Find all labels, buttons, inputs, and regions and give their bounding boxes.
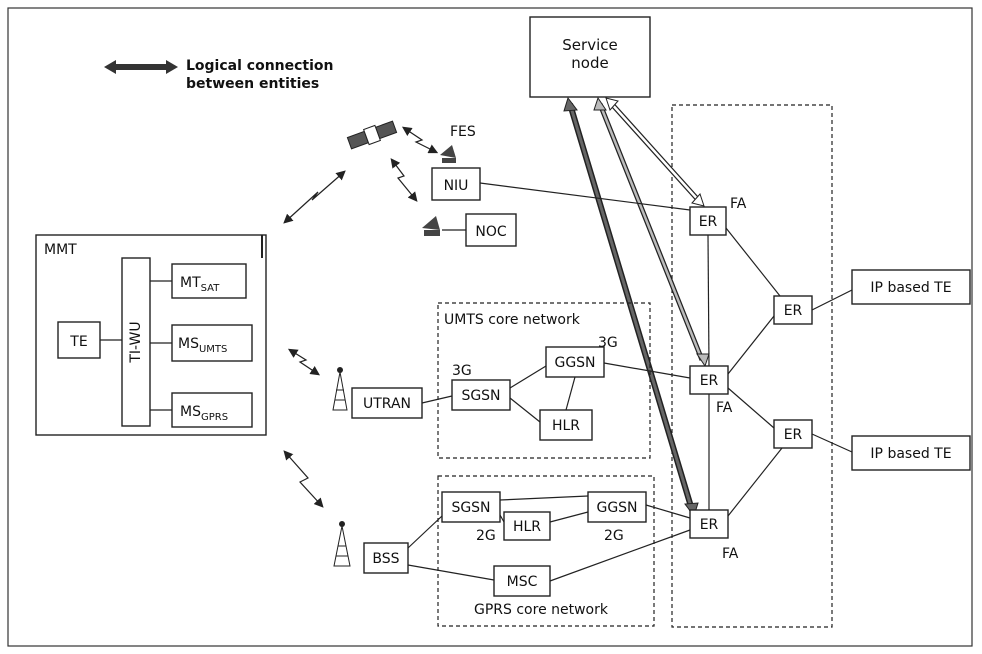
wireless-link-mmt-utran <box>287 348 320 376</box>
fa-top-label: FA <box>730 196 747 212</box>
niu-box <box>431 167 481 201</box>
service-node-label-line1: Service <box>562 36 617 54</box>
legend-label-line2: between entities <box>186 76 319 92</box>
gprs-sgsn-box <box>441 491 501 523</box>
niu-label: NIU <box>444 178 469 194</box>
mmt-title: MMT <box>44 242 77 258</box>
logical-arrow-to-er-mid <box>593 96 710 368</box>
er-right-upper-box <box>773 295 813 325</box>
er-top-box <box>689 206 727 236</box>
umts-core-label: UMTS core network <box>444 312 581 328</box>
logical-arrow-to-er-bottom <box>563 96 699 518</box>
ip-te-upper-box <box>851 269 971 305</box>
utran-box <box>351 387 423 419</box>
gprs-sgsn-tag: 2G <box>476 528 496 544</box>
ip-te-lower-label: IP based TE <box>870 446 951 462</box>
gprs-core-region <box>437 475 655 627</box>
utran-tower-icon <box>332 367 348 411</box>
umts-sgsn-label: SGSN <box>461 388 500 404</box>
utran-label: UTRAN <box>363 396 411 412</box>
bss-label: BSS <box>372 551 399 567</box>
gprs-core-label: GPRS core network <box>474 602 609 618</box>
umts-ggsn-label: GGSN <box>554 355 595 371</box>
satellite-icon <box>346 120 398 150</box>
legend: Logical connection between entities <box>104 58 334 92</box>
gprs-hlr-box <box>503 511 551 541</box>
wireless-link-mmt-satellite <box>283 170 346 224</box>
wireless-link-mmt-bss <box>283 450 324 508</box>
gprs-sgsn-label: SGSN <box>451 500 490 516</box>
er-right-upper-label: ER <box>784 303 803 319</box>
fes-dish-icon <box>440 145 456 163</box>
mt-sat-label: MTSAT <box>180 275 220 294</box>
er-right-lower-label: ER <box>784 427 803 443</box>
noc-dish-icon <box>422 216 440 236</box>
fa-mid-label: FA <box>716 400 733 416</box>
er-mid-label: ER <box>700 373 719 389</box>
fes-label: FES <box>450 124 476 140</box>
legend-label-line1: Logical connection <box>186 58 334 74</box>
ms-gprs-label: MSGPRS <box>180 404 228 423</box>
gprs-hlr-label: HLR <box>513 519 541 535</box>
ip-te-lower-box <box>851 435 971 471</box>
mmt-terminal: MMT TE TI-WU MTSAT MSUMTS MSGPRS <box>35 234 267 436</box>
te-label: TE <box>69 334 87 350</box>
umts-core-region <box>437 302 651 459</box>
service-node: Service node <box>529 16 651 98</box>
ip-te-upper-label: IP based TE <box>870 280 951 296</box>
gprs-ggsn-tag: 2G <box>604 528 624 544</box>
tiwu-label: TI-WU <box>128 321 144 363</box>
gprs-ggsn-box <box>587 491 647 523</box>
ip-backbone-region <box>671 104 833 628</box>
service-node-label-line2: node <box>571 54 608 72</box>
wireless-link-satellite-noc <box>390 158 418 202</box>
msc-box <box>493 565 551 597</box>
bss-tower-icon <box>333 521 351 567</box>
noc-label: NOC <box>475 224 506 240</box>
outer-frame <box>7 7 973 647</box>
fa-bottom-label: FA <box>722 546 739 562</box>
gprs-ggsn-label: GGSN <box>596 500 637 516</box>
umts-sgsn-tag: 3G <box>452 363 472 379</box>
bss-box <box>363 542 409 574</box>
er-bottom-label: ER <box>700 517 719 533</box>
umts-sgsn-box <box>451 379 511 411</box>
ms-umts-label: MSUMTS <box>178 336 227 355</box>
legend-double-arrow-icon <box>104 60 178 74</box>
umts-hlr-label: HLR <box>552 418 580 434</box>
logical-arrow-to-er-top <box>605 97 705 207</box>
er-top-label: ER <box>699 214 718 230</box>
wireless-link-satellite-fes <box>402 126 439 154</box>
msc-label: MSC <box>507 574 538 590</box>
